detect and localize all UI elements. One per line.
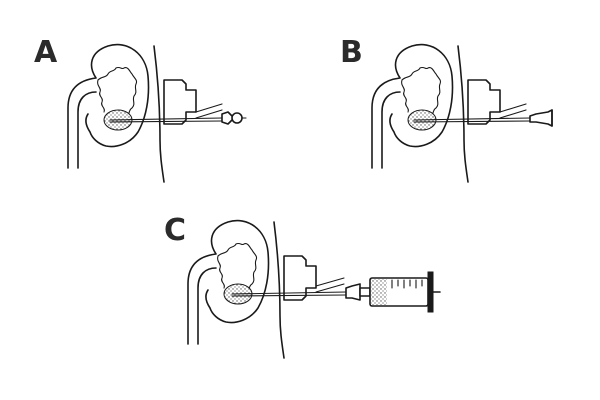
panel-b-kidney xyxy=(371,43,501,183)
panel-c: C xyxy=(164,213,441,359)
panel-a: A xyxy=(34,35,247,183)
panel-c-label: C xyxy=(164,213,186,248)
panel-a-kidney xyxy=(67,43,197,183)
panel-b-needle xyxy=(413,103,553,127)
panel-a-needle xyxy=(109,103,247,125)
panel-b: B xyxy=(340,35,553,183)
panel-b-label: B xyxy=(340,35,363,70)
syringe-contents xyxy=(371,279,387,305)
panel-a-label: A xyxy=(34,35,58,70)
panel-c-syringe xyxy=(359,271,441,313)
panel-c-kidney xyxy=(187,219,317,359)
panel-c-needle xyxy=(231,277,361,301)
